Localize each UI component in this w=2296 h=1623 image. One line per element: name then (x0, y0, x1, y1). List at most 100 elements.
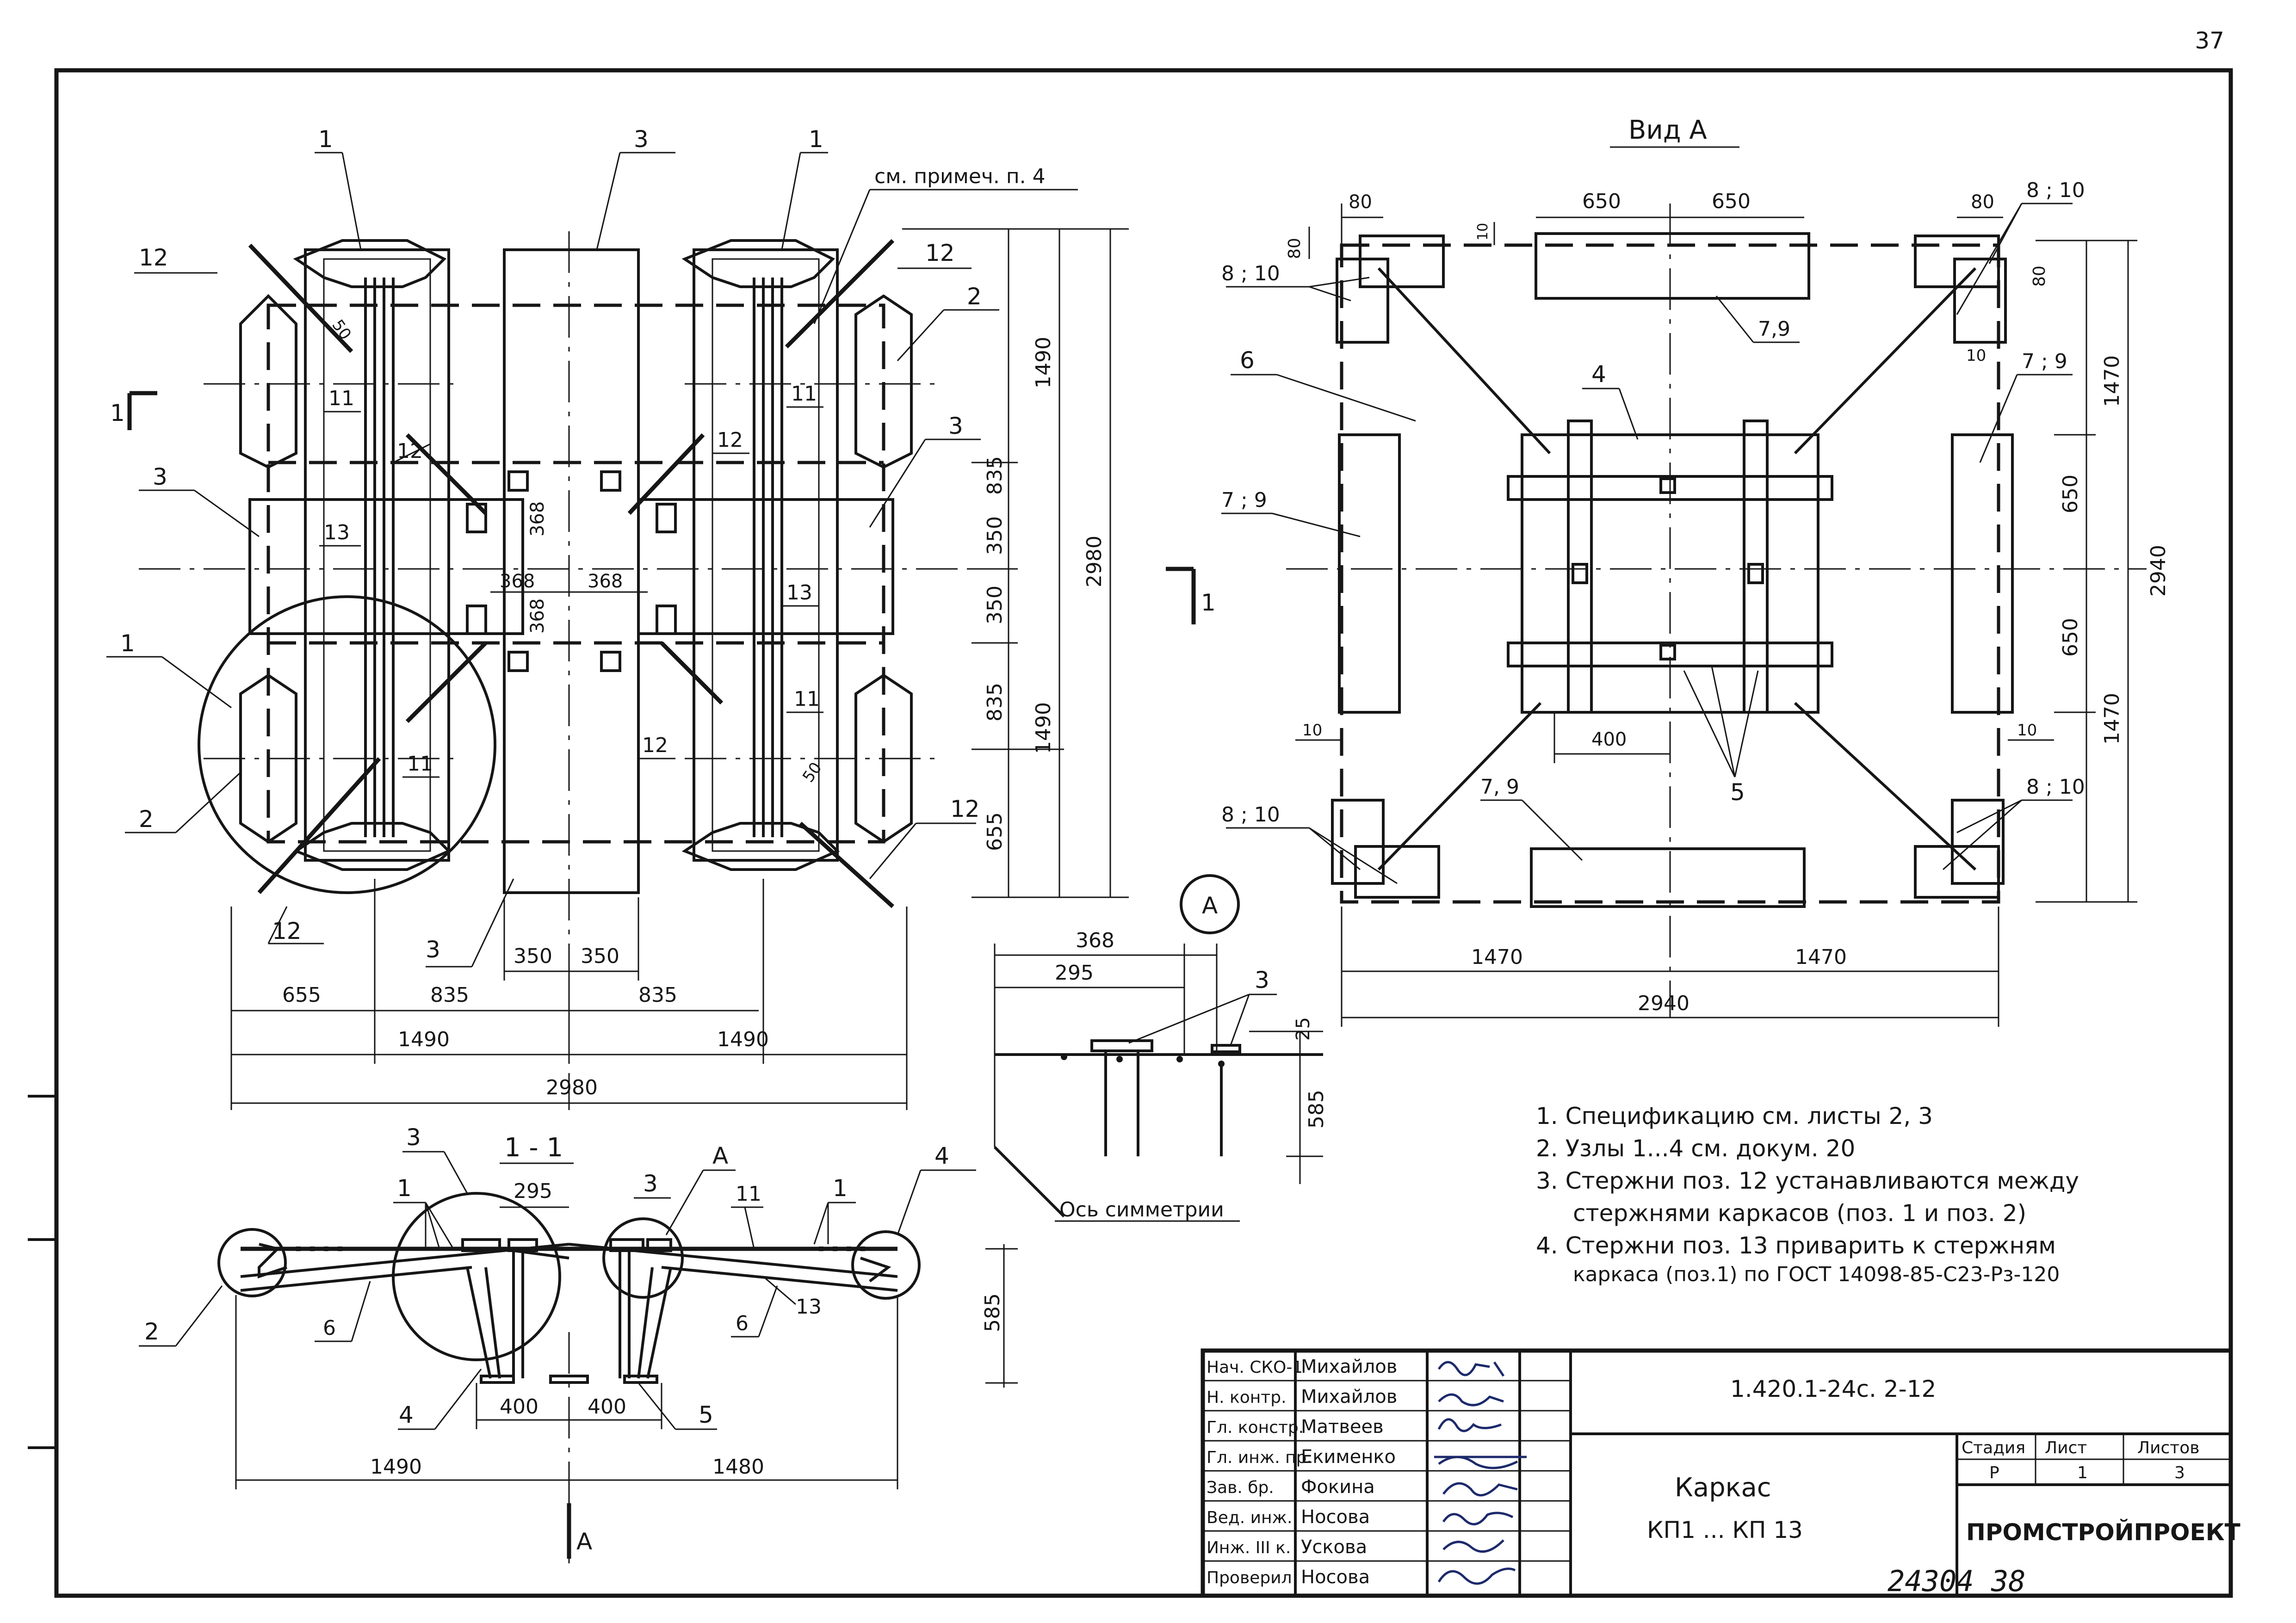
view-a-dim-80-left-vertical: 80 (1285, 238, 1304, 259)
plan-callout-2-left: 2 (139, 806, 154, 833)
plan-dim-368-h1: 368 (500, 571, 535, 592)
drawing-name-line-2: КП1 ... КП 13 (1647, 1517, 1803, 1543)
view-a-title: Вид А (1628, 115, 1707, 145)
title-block: Нач. СКО-1 Н. контр. Гл. констр. Гл. инж… (1201, 1348, 2240, 1598)
view-a-label-7-9-left: 7 ; 9 (1221, 488, 1267, 512)
plan-callout-11-d: 11 (407, 752, 433, 776)
view-a-dim-2940-right: 2940 (2147, 545, 2170, 597)
view-a-label-8-10-top-right: 8 ; 10 (2026, 179, 2085, 202)
plan-callout-3-left: 3 (153, 463, 167, 490)
detail-a-marker (1180, 874, 1240, 934)
view-a-label-6: 6 (1240, 347, 1255, 374)
section-callout-13: 13 (796, 1295, 822, 1319)
view-a-label-8-10-bottom-left: 8 ; 10 (1221, 803, 1280, 827)
plan-callout-2-right: 2 (967, 283, 982, 310)
sheets-header: Листов (2137, 1438, 2199, 1457)
general-notes: 1. Спецификацию см. листы 2, 3 2. Узлы 1… (1536, 1103, 2079, 1286)
plan-callout-13-a: 13 (324, 521, 350, 544)
view-a-dim-80-right-vertical: 80 (2030, 265, 2049, 287)
plan-callout-11-c: 11 (794, 687, 820, 711)
view-a-dim-2940-bottom: 2940 (1638, 992, 1690, 1015)
detail-a-dim-368: 368 (1076, 929, 1114, 952)
plan-dim-bottom-835-right: 835 (638, 983, 677, 1007)
view-a-dim-400: 400 (1591, 729, 1627, 750)
frame-pos1-right (693, 248, 839, 862)
name-1: Михайлов (1301, 1356, 1397, 1377)
signatures (1434, 1361, 1527, 1585)
document-code: 1.420.1-24с. 2-12 (1730, 1376, 1936, 1402)
plan-callout-12-f: 12 (950, 796, 980, 822)
plan-callout-11-a: 11 (328, 387, 354, 410)
role-7: Инж. III к. (1207, 1538, 1291, 1557)
plan-dim-bottom-1490-left: 1490 (398, 1028, 450, 1051)
role-8: Проверил (1207, 1568, 1292, 1587)
plate-pos3-left (248, 498, 524, 635)
role-2: Н. контр. (1207, 1388, 1287, 1407)
plan-dim-655-right: 655 (983, 812, 1007, 851)
view-a-dim-80-top-right: 80 (1971, 191, 1994, 213)
section-1-1: 1 - 1 (139, 1124, 1018, 1563)
note-3: 3. Стержни поз. 12 устанавливаются между (1536, 1167, 2079, 1194)
stage-value: Р (1989, 1463, 1999, 1482)
plan-callout-1-top-left: 1 (318, 126, 333, 153)
role-6: Вед. инж. (1207, 1508, 1292, 1527)
plan-callout-12-g: 12 (272, 918, 302, 944)
plan-section-mark-left: 1 (110, 400, 125, 426)
plan-dim-368-v1: 368 (527, 501, 548, 537)
view-a-label-4: 4 (1591, 361, 1606, 388)
plate-pos3-right (637, 498, 894, 635)
section-dim-1490: 1490 (370, 1455, 422, 1479)
view-a-label-7-9-bottom: 7, 9 (1480, 775, 1519, 799)
plan-dim-350-bot: 350 (983, 586, 1007, 624)
view-a-dim-10-top-right: 10 (1966, 346, 1986, 365)
plan-callout-12-d: 12 (717, 428, 743, 452)
view-a-dim-1470-right-top: 1470 (2100, 355, 2124, 407)
view-a-dim-10-bottom-right: 10 (2017, 721, 2037, 740)
view-a-dim-80-top-left: 80 (1349, 191, 1372, 213)
section-callout-4-bottom: 4 (399, 1401, 414, 1428)
detail-a-dim-585: 585 (1305, 1090, 1328, 1129)
section-callout-A: А (712, 1142, 728, 1169)
drawing-frame (54, 68, 2233, 1598)
plan-dim-350-top: 350 (983, 516, 1007, 555)
view-a: Вид А 8 ; 1 (1221, 115, 2170, 1027)
name-3: Матвеев (1301, 1416, 1384, 1438)
plan-dim-368-v2: 368 (527, 599, 548, 634)
note-2: 2. Узлы 1...4 см. докум. 20 (1536, 1135, 1855, 1162)
view-a-dim-650-right-bottom: 650 (2059, 618, 2082, 657)
section-callout-6-a: 6 (323, 1316, 336, 1340)
plan-dim-bottom-350-right: 350 (581, 944, 619, 968)
drawing-name-line-1: Каркас (1675, 1473, 1771, 1503)
plan-dim-1490-top: 1490 (1032, 337, 1055, 389)
plan-dim-bottom-835-left: 835 (430, 983, 469, 1007)
organization-name: ПРОМСТРОЙПРОЕКТ (1966, 1518, 2240, 1546)
section-dim-295: 295 (514, 1179, 552, 1203)
section-dim-400-left: 400 (500, 1395, 538, 1419)
role-1: Нач. СКО-1 (1207, 1358, 1303, 1377)
detail-a: А 368 295 25 585 3 Ось симметрии (993, 874, 1328, 1222)
plan-view: 1 1 1 2 2 3 3 3 3 11 11 11 11 12 12 12 1… (106, 126, 1216, 1110)
plan-dim-835-bot: 835 (983, 683, 1007, 722)
section-callout-1-a: 1 (397, 1175, 412, 1202)
note-1: 1. Спецификацию см. листы 2, 3 (1536, 1103, 1933, 1129)
view-a-label-7-9-right: 7 ; 9 (2022, 350, 2067, 373)
view-a-label-8-10-top-left: 8 ; 10 (1221, 262, 1280, 285)
name-4: Екименко (1301, 1446, 1396, 1468)
view-a-dim-10-top: 10 (1475, 223, 1491, 241)
view-a-dim-1470-bottom-right: 1470 (1795, 945, 1847, 969)
plan-dim-835-top: 835 (983, 456, 1007, 495)
name-2: Михайлов (1301, 1386, 1397, 1407)
name-6: Носова (1301, 1506, 1370, 1528)
plan-dim-1490-bot: 1490 (1032, 702, 1055, 754)
plan-dim-bottom-1490-right: 1490 (717, 1028, 769, 1051)
view-a-dim-650-right: 650 (1712, 190, 1751, 213)
note-3-continued: стержнями каркасов (поз. 1 и поз. 2) (1573, 1200, 2026, 1227)
plan-dim-bottom-350-left: 350 (514, 944, 552, 968)
section-callout-3-b: 3 (643, 1170, 658, 1197)
plate-left (1338, 433, 1401, 714)
view-a-dim-1470-right-bottom: 1470 (2100, 693, 2124, 745)
view-a-label-5: 5 (1730, 779, 1745, 806)
name-8: Носова (1301, 1567, 1370, 1588)
view-a-label-7-9-top: 7,9 (1758, 317, 1790, 341)
